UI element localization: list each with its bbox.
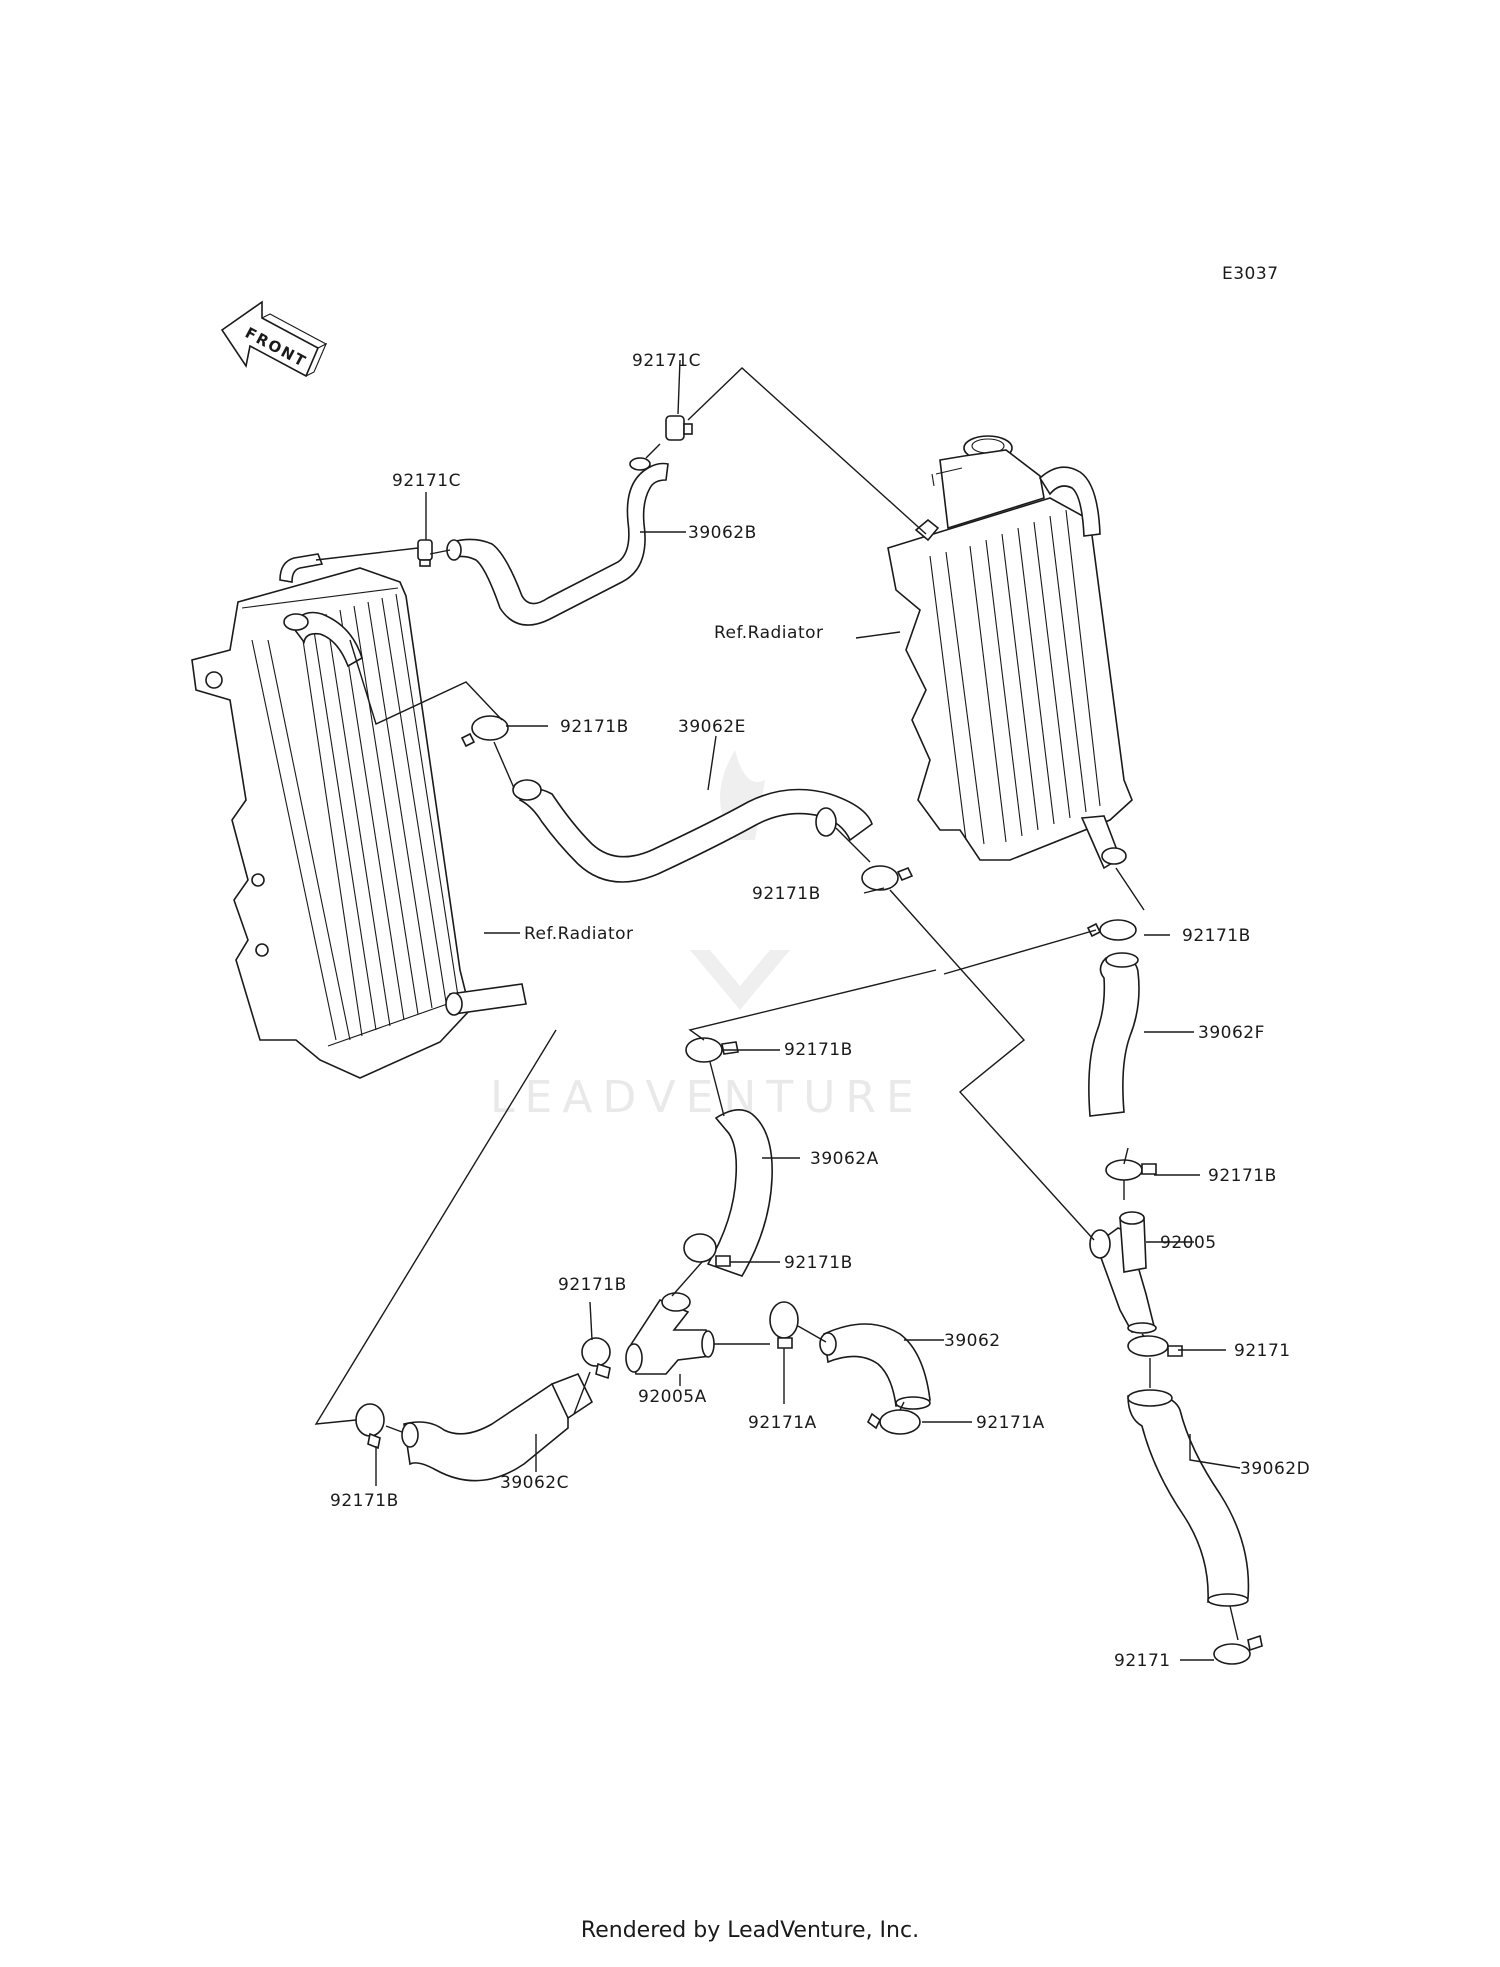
label-39062b: 39062B [688,523,757,543]
label-39062d: 39062D [1240,1459,1310,1479]
label-92171b-1: 92171B [560,717,629,737]
watermark-text: LEADVENTURE [490,1072,924,1123]
label-92171c-left: 92171C [392,471,461,491]
right-radiator-fins [969,509,1101,843]
hose-39062d [1127,1393,1250,1603]
footer-credit: Rendered by LeadVenture, Inc. [580,1918,920,1943]
label-92171c-top: 92171C [632,351,701,371]
diagram-code: E3037 [1222,264,1279,284]
label-92171b-6: 92171B [784,1253,853,1273]
right-radiator [887,435,1133,870]
label-92171b-4: 92171B [784,1040,853,1060]
joint-92005a [625,1292,715,1375]
label-39062a: 39062A [810,1149,879,1169]
label-92171b-7: 92171B [558,1275,627,1295]
label-92171b-8: 92171B [330,1491,399,1511]
label-ref-radiator-left: Ref.Radiator [524,924,634,944]
label-ref-radiator-right: Ref.Radiator [714,623,824,643]
left-radiator [191,553,527,1079]
clamp-icon [355,415,1263,1665]
label-92171-2: 92171 [1114,1651,1171,1671]
label-92171a-1: 92171A [748,1413,817,1433]
label-39062e: 39062E [678,717,746,737]
label-92171-1: 92171 [1234,1341,1291,1361]
hose-39062a [706,1109,773,1277]
left-radiator-fins [299,593,459,1037]
hose-39062b [451,462,669,626]
label-92171b-2: 92171B [752,884,821,904]
label-39062: 39062 [944,1331,1001,1351]
hose-39062 [823,1323,931,1407]
leader-lines [314,359,1241,1661]
part-labels: 92171C 92171C 39062B Ref.Radiator 92171B… [330,351,1310,1671]
hose-39062e [518,788,873,883]
label-92005: 92005 [1160,1233,1217,1253]
front-arrow-icon: FRONT [220,300,328,378]
hose-39062f [1088,956,1140,1117]
label-92005a: 92005A [638,1387,707,1407]
label-92171b-3: 92171B [1182,926,1251,946]
label-39062f: 39062F [1198,1023,1265,1043]
label-39062c: 39062C [500,1473,569,1493]
label-92171b-5: 92171B [1208,1166,1277,1186]
label-92171a-2: 92171A [976,1413,1045,1433]
hose-39062c [403,1379,589,1482]
joint-92005 [1089,1211,1157,1334]
